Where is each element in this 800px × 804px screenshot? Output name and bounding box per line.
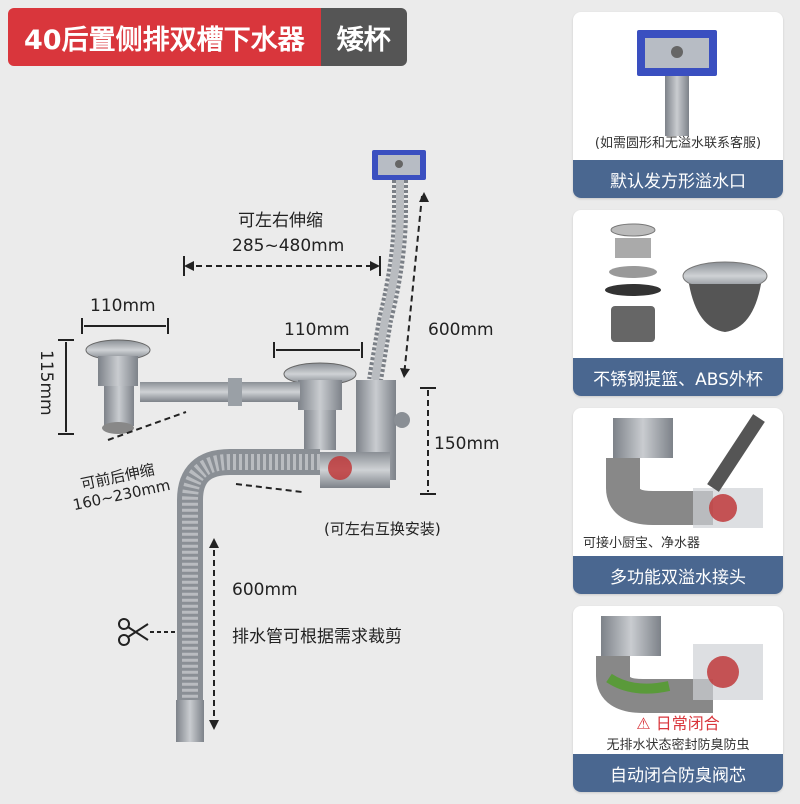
drain-diagram: 可左右伸缩 285~480mm 110mm 110mm 115mm 600mm … (36, 150, 500, 742)
stretch-lr-label: 可左右伸缩 (238, 211, 323, 231)
feature-card-overflow: (如需圆形和无溢水联系客服) 默认发方形溢水口 (573, 12, 783, 198)
connecting-pipe (140, 382, 300, 402)
overflow-box (372, 150, 426, 180)
overflow-thumbnail (637, 30, 717, 136)
cut-note: 排水管可根据需求裁剪 (232, 627, 402, 647)
drain-hose-length: 600mm (232, 580, 298, 600)
product-title: 40后置侧排双槽下水器 (8, 8, 321, 66)
overflow-hose-length: 600mm (428, 320, 494, 340)
title-bar: 40后置侧排双槽下水器 矮杯 (8, 8, 407, 66)
valve-note: 无排水状态密封防臭防虫 (606, 738, 750, 753)
valve-caption: 自动闭合防臭阀芯 (573, 754, 783, 792)
right-basin (283, 362, 357, 450)
stretch-lr-range: 285~480mm (232, 236, 345, 256)
left-basin-width: 110mm (90, 296, 156, 316)
basin-height: 115mm (36, 350, 56, 416)
feature-card-basket: 不锈钢提篮、ABS外杯 (573, 210, 783, 396)
product-tag: 矮杯 (320, 8, 407, 66)
basket-thumbnail (605, 223, 768, 342)
right-basin-width: 110mm (284, 320, 350, 340)
connector-note: 可接小厨宝、净水器 (583, 536, 701, 551)
connector-caption: 多功能双溢水接头 (573, 556, 783, 594)
feature-card-valve: ⚠ 日常闭合 无排水状态密封防臭防虫 自动闭合防臭阀芯 (573, 606, 783, 792)
overflow-caption: 默认发方形溢水口 (573, 160, 783, 198)
scissors-icon (118, 618, 149, 646)
tee-height: 150mm (434, 434, 500, 454)
valve-status: ⚠ 日常闭合 (636, 714, 720, 733)
left-basin (85, 339, 151, 434)
overflow-note: (如需圆形和无溢水联系客服) (594, 136, 762, 151)
feature-card-connector: 可接小厨宝、净水器 多功能双溢水接头 (573, 408, 783, 594)
drain-illustration (58, 150, 436, 742)
valve-thumbnail (596, 616, 763, 713)
connector-thumbnail (606, 414, 765, 528)
basket-caption: 不锈钢提篮、ABS外杯 (573, 358, 783, 396)
warning-icon: ⚠ (636, 714, 651, 733)
swap-note: (可左右互换安装) (324, 520, 441, 538)
